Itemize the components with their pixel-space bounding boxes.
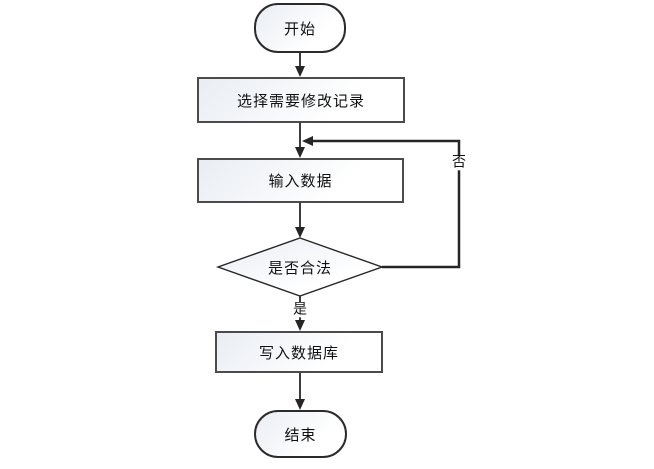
edge-label-yes: 是: [292, 301, 308, 318]
node-input-data: 输入数据: [197, 158, 404, 203]
edge-write-to-end: [295, 373, 305, 410]
node-end: 结束: [254, 410, 347, 458]
edge-select-to-input: [295, 123, 305, 158]
node-select-record: 选择需要修改记录: [197, 77, 405, 123]
node-write-db: 写入数据库: [215, 331, 383, 373]
node-start: 开始: [254, 3, 346, 53]
node-validity-check-label: 是否合法: [267, 258, 332, 277]
edge-label-no: 否: [451, 154, 467, 171]
edge-input-to-decision: [295, 203, 305, 238]
edge-no-feedback: [302, 136, 461, 269]
edge-start-to-select: [295, 53, 305, 77]
